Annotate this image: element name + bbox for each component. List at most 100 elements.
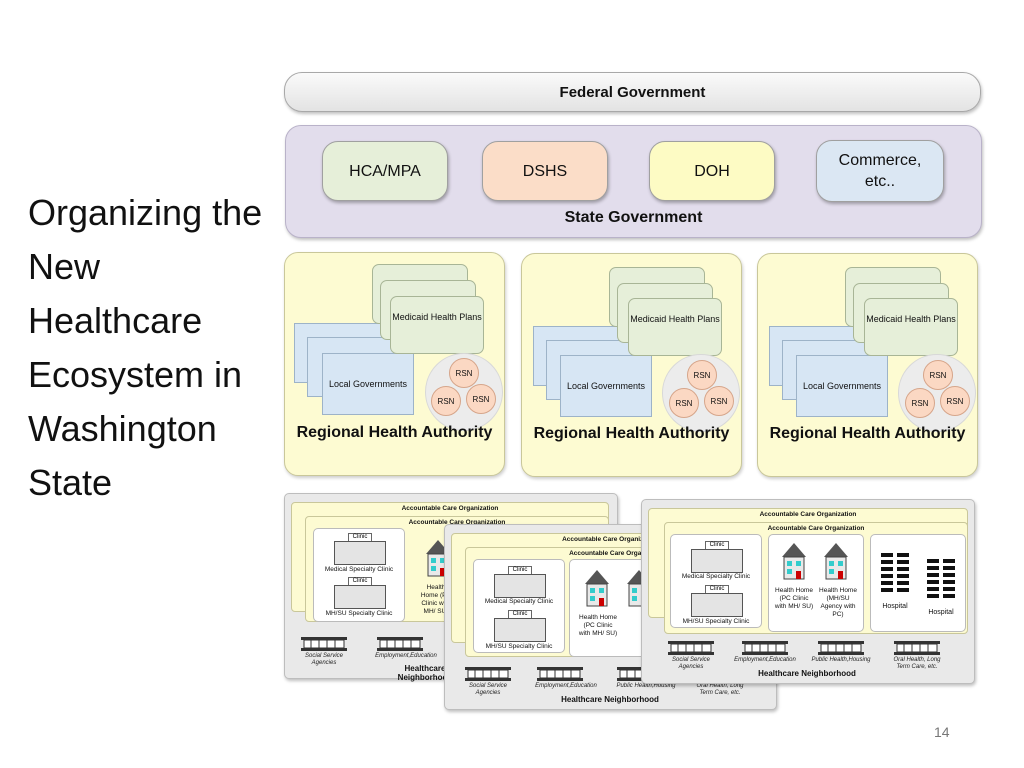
agency-label: DSHS [522, 162, 568, 180]
regional-health-authority: Local Governments Medicaid Health Plans … [757, 253, 978, 477]
rsn-label: RSN [710, 396, 728, 406]
rsn-label: RSN [437, 396, 455, 406]
clinic-group: Clinic Medical Specialty Clinic Clinic M… [313, 528, 405, 622]
aco-label: Accountable Care Organization [569, 550, 666, 557]
clinic-building-icon [494, 618, 546, 642]
medicaid-health-plans: Medicaid Health Plans [864, 298, 958, 356]
medicaid-health-plans: Medicaid Health Plans [628, 298, 722, 356]
rsn-label: RSN [929, 370, 947, 380]
aco-label: Accountable Care Organization [401, 505, 499, 512]
rsn-circle: RSN [940, 386, 970, 416]
building-icon [537, 667, 583, 681]
medical-specialty-clinic-label: Medical Specialty Clinic [324, 566, 394, 573]
rsn-circle: RSN [431, 386, 461, 416]
building-icon [668, 641, 714, 655]
rsn-label: RSN [693, 370, 711, 380]
agency-label: HCA/MPA [349, 162, 421, 180]
house-icon [781, 541, 807, 581]
service-label: Social Service Agencies [304, 653, 343, 666]
rsn-group: RSN RSN RSN [425, 353, 503, 431]
building-icon [742, 641, 788, 655]
service-label: Employment,Education [375, 653, 437, 659]
rsn-circle: RSN [905, 388, 935, 418]
state-government-label: State Government [564, 209, 703, 226]
service-label: Employment,Education [535, 683, 597, 689]
healthcare-neighborhood-panel: Accountable Care Organization Accountabl… [641, 499, 975, 684]
building-icon [894, 641, 940, 655]
healthcare-neighborhood-label: Healthcare Neighborhood [397, 664, 453, 682]
hospital-building-icon [877, 551, 913, 595]
regional-health-authority: Local Governments Medicaid Health Plans … [521, 253, 742, 477]
local-governments: Local Governments [322, 353, 414, 415]
rsn-group: RSN RSN RSN [898, 354, 976, 432]
aco-label: Accountable Care Organization [408, 519, 506, 526]
house-icon [584, 568, 610, 608]
agency-doh: DOH [649, 141, 775, 201]
local-governments-label: Local Governments [802, 381, 882, 391]
rsn-label: RSN [911, 398, 929, 408]
rsn-label: RSN [455, 368, 473, 378]
rsn-circle: RSN [466, 384, 496, 414]
hospital-group: Hospital Hospital [870, 534, 966, 632]
local-governments-label: Local Governments [328, 379, 408, 389]
local-governments: Local Governments [560, 355, 652, 417]
aco-label: Accountable Care Organization [767, 525, 865, 532]
agency-label: DOH [694, 162, 730, 180]
mhsu-specialty-clinic-label: MH/SU Specialty Clinic [485, 643, 553, 650]
regional-health-authority: Local Governments Medicaid Health Plans … [284, 252, 505, 476]
medicaid-health-plans-label: Medicaid Health Plans [630, 314, 720, 324]
local-governments: Local Governments [796, 355, 888, 417]
clinic-building-icon [494, 574, 546, 598]
state-government: HCA/MPA DSHS DOH Commerce, etc.. State G… [285, 125, 982, 238]
clinic-group: Clinic Medical Specialty Clinic Clinic M… [473, 559, 565, 653]
service-label: Employment,Education [734, 657, 796, 663]
agency-label: Commerce, etc.. [838, 152, 922, 190]
house-icon [823, 541, 849, 581]
hospital-building-icon [923, 557, 959, 601]
rha-label: Regional Health Authority [769, 425, 966, 442]
health-home-pc-label: Health Home (PC Clinic with MH/ SU) [578, 614, 618, 637]
rsn-circle: RSN [669, 388, 699, 418]
service-label: Social Service Agencies [468, 683, 507, 696]
aco-label: Accountable Care Organization [562, 536, 659, 543]
slide-title: Organizing the New Healthcare Ecosystem … [28, 192, 263, 503]
service-label: Oral Health, Long Term Care, etc. [893, 657, 941, 670]
building-icon [301, 637, 347, 651]
mhsu-specialty-clinic-label: MH/SU Specialty Clinic [325, 610, 393, 617]
clinic-building-icon [334, 585, 386, 609]
rsn-circle: RSN [687, 360, 717, 390]
service-label: Oral Health, Long Term Care, etc. [696, 683, 744, 696]
health-home-mhsu-label: Health Home (MH/SU Agency with PC) [819, 587, 857, 618]
clinic-building-icon [334, 541, 386, 565]
rsn-circle: RSN [923, 360, 953, 390]
rsn-label: RSN [946, 396, 964, 406]
rsn-group: RSN RSN RSN [662, 354, 740, 432]
clinic-group: Clinic Medical Specialty Clinic Clinic M… [670, 534, 762, 628]
medicaid-health-plans-label: Medicaid Health Plans [866, 314, 956, 324]
agency-hca-mpa: HCA/MPA [322, 141, 448, 201]
agency-dshs: DSHS [482, 141, 608, 201]
federal-government: Federal Government [284, 72, 981, 112]
rsn-circle: RSN [449, 358, 479, 388]
federal-government-label: Federal Government [559, 83, 706, 101]
healthcare-neighborhood-label: Healthcare Neighborhood [561, 695, 659, 704]
clinic-building-icon [691, 593, 743, 617]
rha-label: Regional Health Authority [296, 424, 493, 441]
medical-specialty-clinic-label: Medical Specialty Clinic [484, 598, 554, 605]
health-home-pc-label: Health Home (PC Clinic with MH/ SU) [420, 584, 452, 615]
medical-specialty-clinic-label: Medical Specialty Clinic [681, 573, 751, 580]
medicaid-health-plans: Medicaid Health Plans [390, 296, 484, 354]
health-home-pc-label: Health Home (PC Clinic with MH/ SU) [774, 587, 814, 610]
medicaid-health-plans-label: Medicaid Health Plans [392, 312, 482, 322]
service-label: Social Service Agencies [671, 657, 710, 670]
hospital-label: Hospital [928, 609, 954, 616]
clinic-building-icon [691, 549, 743, 573]
local-governments-label: Local Governments [566, 381, 646, 391]
mhsu-specialty-clinic-label: MH/SU Specialty Clinic [682, 618, 750, 625]
hospital-label: Hospital [882, 603, 908, 610]
rsn-label: RSN [472, 394, 490, 404]
building-icon [377, 637, 423, 651]
service-label: Public Health,Housing [616, 683, 676, 689]
service-label: Public Health,Housing [811, 657, 871, 663]
building-icon [818, 641, 864, 655]
